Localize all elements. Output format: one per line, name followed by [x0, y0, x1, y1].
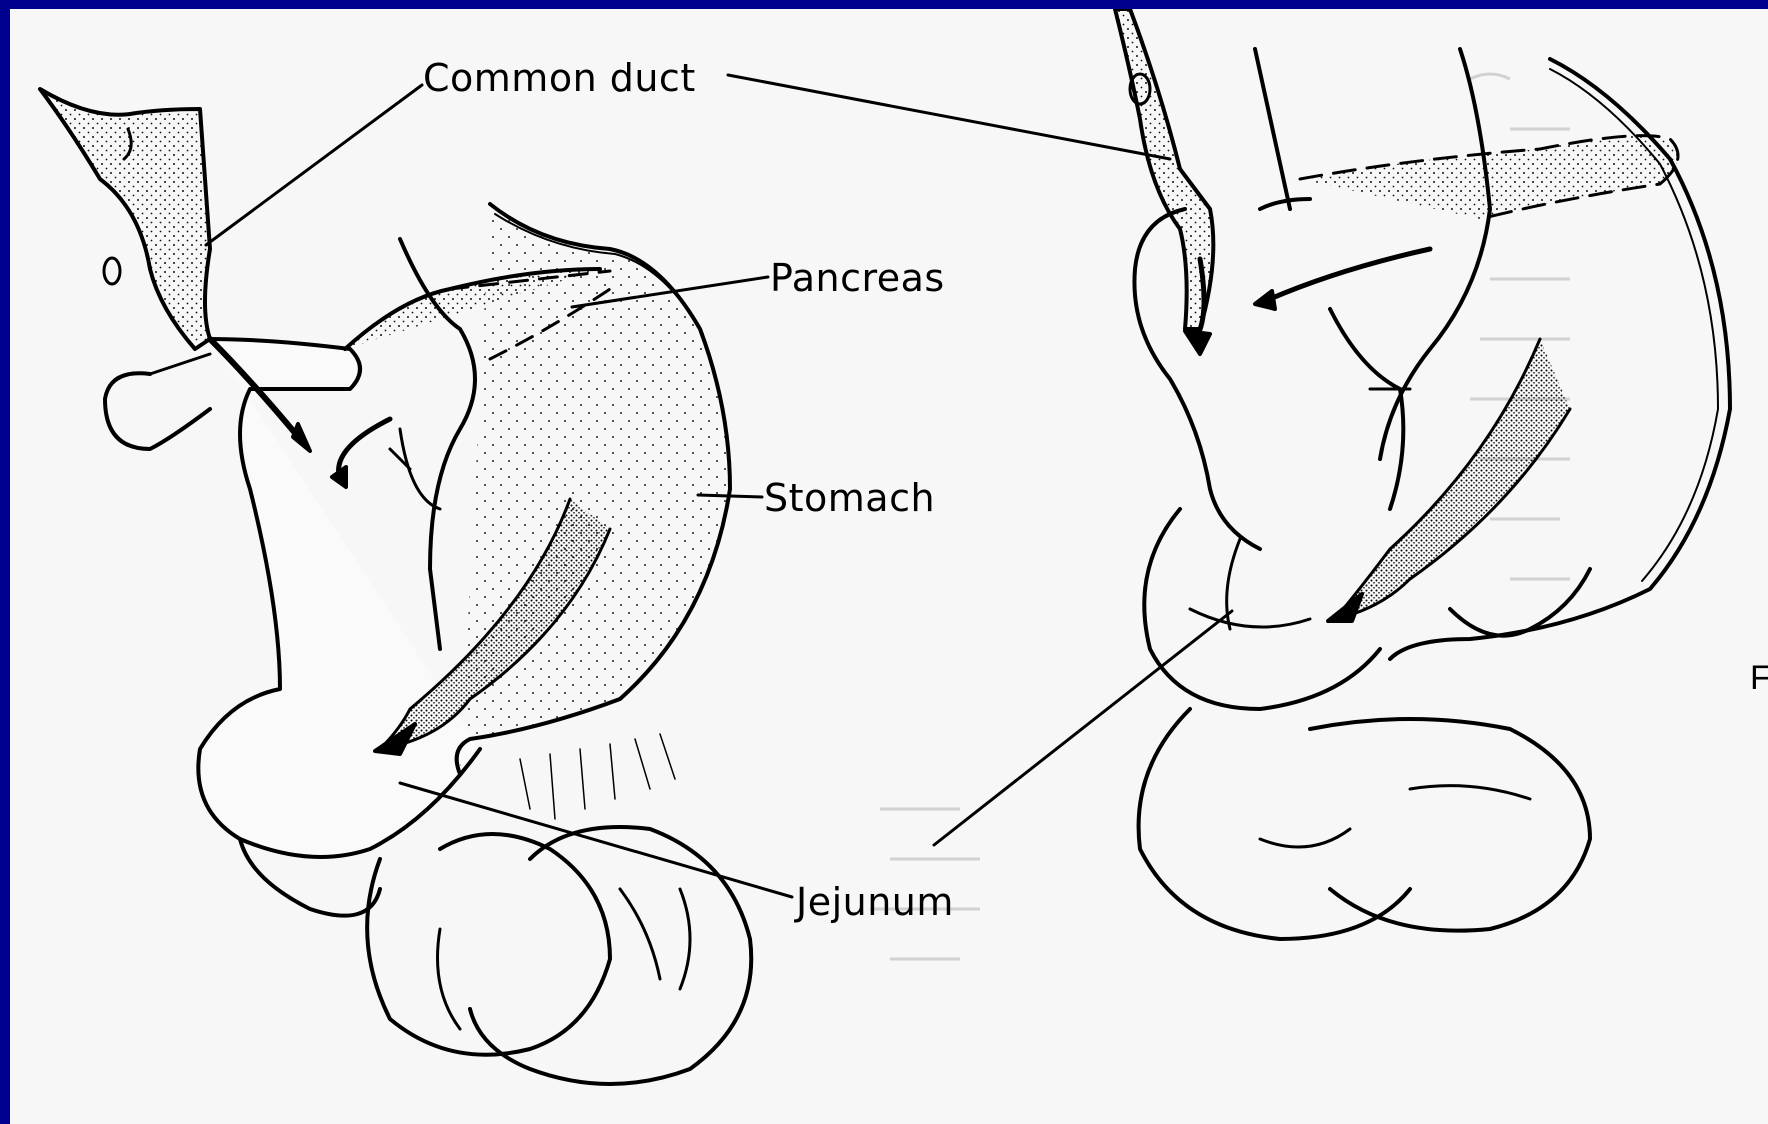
left-anatomy-figure — [40, 89, 751, 1084]
leader-common-duct-right — [728, 75, 1170, 159]
label-pancreas: Pancreas — [770, 259, 945, 297]
partial-figure-letter: F — [1750, 661, 1768, 695]
anatomical-illustration — [10, 9, 1768, 1124]
label-common-duct: Common duct — [423, 59, 696, 97]
leader-jejunum-right — [934, 611, 1232, 845]
scanned-page: Common duct Pancreas Stomach Jejunum F — [10, 9, 1768, 1124]
leader-common-duct-left — [206, 85, 422, 245]
label-jejunum: Jejunum — [796, 883, 954, 921]
label-stomach: Stomach — [764, 479, 935, 517]
right-anatomy-figure — [1115, 9, 1730, 939]
leader-stomach — [698, 495, 762, 497]
